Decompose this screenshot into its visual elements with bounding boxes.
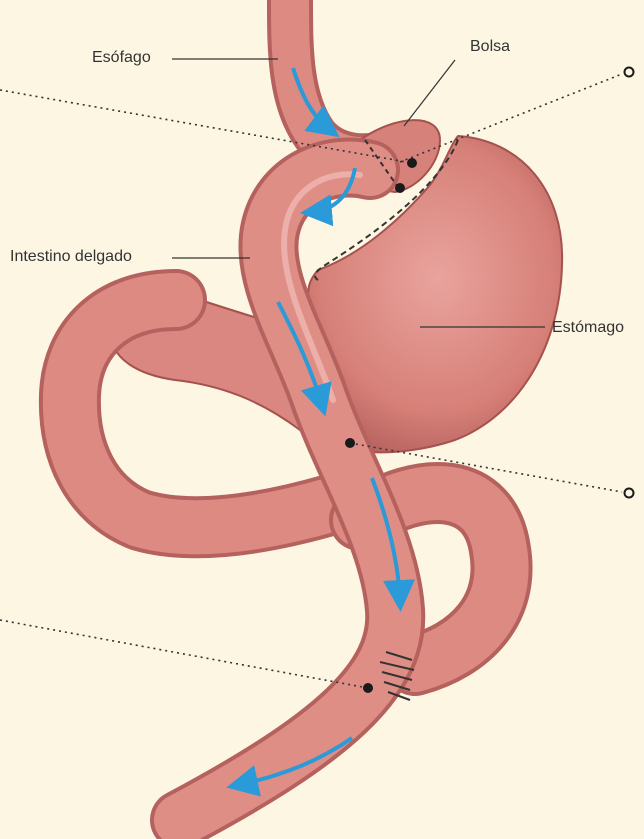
- label-bolsa: Bolsa: [470, 38, 510, 56]
- leader-bolsa: [404, 60, 455, 126]
- label-esofago: Esófago: [92, 49, 151, 67]
- callout-anastomosis-left: [0, 620, 368, 688]
- marker-limb: [345, 438, 355, 448]
- marker-pouch-upper: [407, 158, 417, 168]
- label-estomago: Estómago: [552, 319, 624, 337]
- callout-end-top-right: [625, 68, 634, 77]
- label-intestino-delgado: Intestino delgado: [10, 248, 132, 266]
- callout-pouch-left: [0, 90, 412, 163]
- marker-anastomosis: [363, 683, 373, 693]
- marker-pouch-lower: [395, 183, 405, 193]
- callout-end-mid-right: [625, 489, 634, 498]
